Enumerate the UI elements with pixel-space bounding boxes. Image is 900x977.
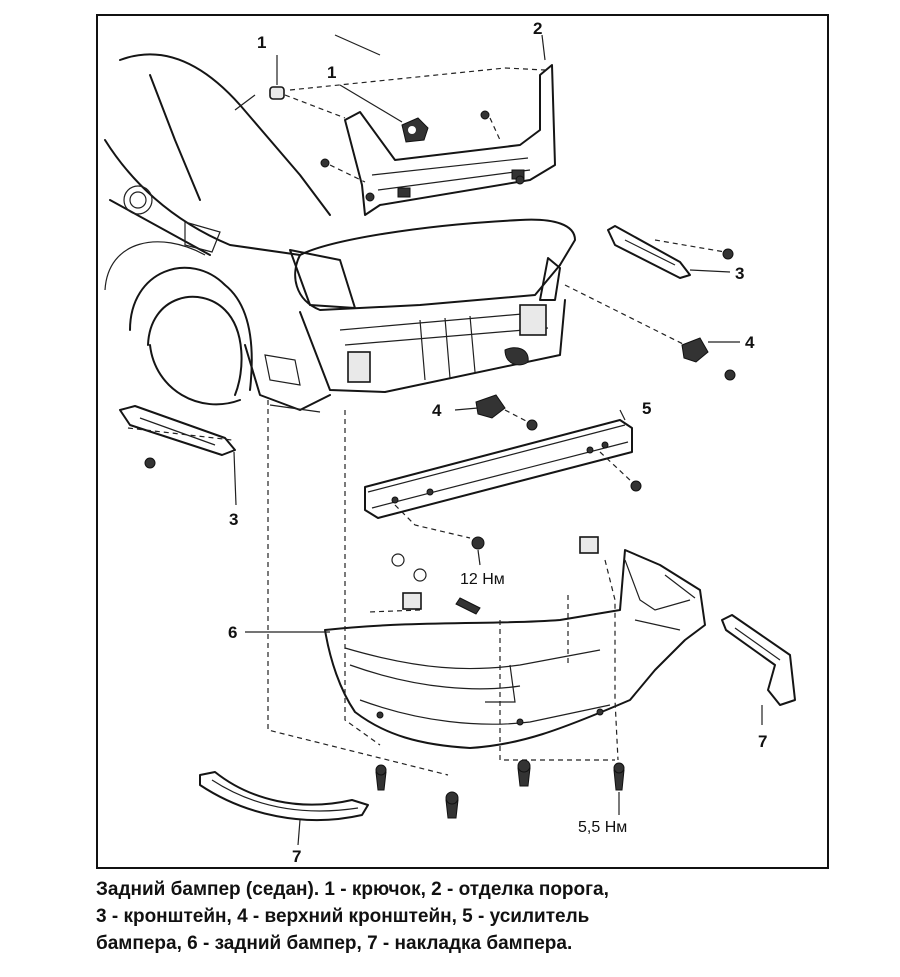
label-2: 2 [533,19,542,38]
molding-part-7-left [199,771,369,821]
rear-bumper-part-6 [324,549,706,749]
torque-label-5-5nm: 5,5 Нм [578,819,627,836]
torque-label-12nm: 12 Нм [460,571,505,588]
hook-part-1b [339,84,429,143]
label-3-left: 3 [229,510,238,529]
label-6: 6 [228,623,237,642]
label-4-right: 4 [745,333,755,352]
leader-lines [245,34,740,846]
diagram-frame [96,14,829,869]
upper-bracket-part-4-left [475,394,538,431]
bottom-fasteners [375,759,625,819]
figure-caption: Задний бампер (седан). 1 - крючок, 2 - о… [96,876,856,957]
reinforcement-part-5 [364,419,642,550]
label-4-left: 4 [432,401,442,420]
caption-line-1: Задний бампер (седан). 1 - крючок, 2 - о… [96,879,609,900]
screws-top [320,110,490,168]
bracket-part-3-left [119,405,237,506]
caption-line-2: 3 - кронштейн, 4 - верхний кронштейн, 5 … [96,906,590,927]
label-7-left: 7 [292,847,301,866]
label-1b: 1 [327,63,336,82]
molding-part-7-right [721,614,796,725]
sill-trim-part-2 [344,64,556,216]
label-5: 5 [642,399,651,418]
caption-line-3: бампера, 6 - задний бампер, 7 - накладка… [96,933,573,954]
label-3-right: 3 [735,264,744,283]
hook-part-1a [269,55,285,100]
upper-bracket-part-4-right [564,284,736,381]
exploded-bumper-diagram: 1 1 2 3 3 4 4 5 6 7 7 12 Нм 5,5 Нм [104,19,796,866]
clips [391,536,599,615]
label-7-right: 7 [758,732,767,751]
bracket-part-3-right [607,225,734,279]
label-1a: 1 [257,33,266,52]
car-body [104,34,576,413]
